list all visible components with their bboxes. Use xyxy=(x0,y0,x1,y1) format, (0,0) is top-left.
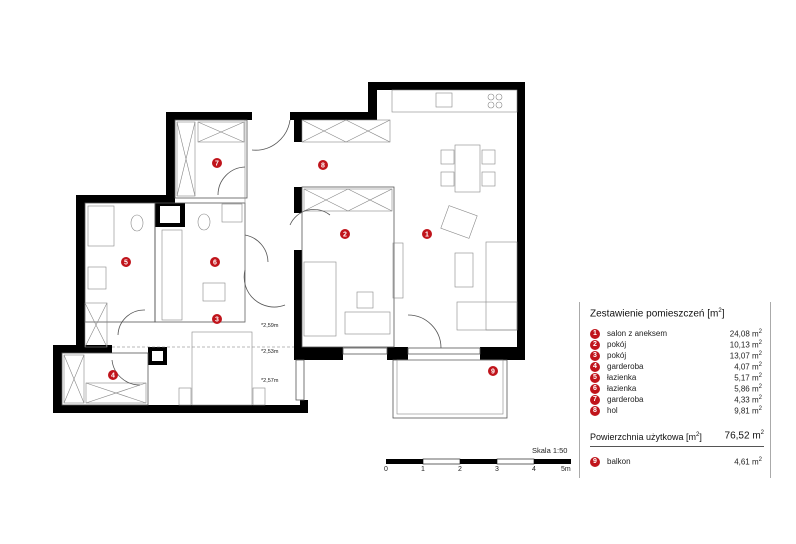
room-marker-5: 5 xyxy=(121,257,131,267)
ceiling-height-3: *2,57m xyxy=(261,378,279,384)
room-marker-1: 1 xyxy=(422,229,432,239)
legend-title: Zestawienie pomieszczeń [m2] xyxy=(590,308,725,320)
scale-tick: 1 xyxy=(421,466,425,473)
room-marker-8: 8 xyxy=(318,160,328,170)
scale-tick: 5m xyxy=(561,466,571,473)
room-marker-7: 7 xyxy=(212,158,222,168)
scale-tick: 2 xyxy=(458,466,462,473)
usable-area-total: Powierzchnia użytkowa [m2] 76,52 m2 xyxy=(590,430,764,447)
svg-text:8: 8 xyxy=(321,163,325,170)
room-marker-6: 6 xyxy=(210,257,220,267)
room-marker-9: 9 xyxy=(488,366,498,376)
windows xyxy=(295,347,481,401)
svg-text:5: 5 xyxy=(124,260,128,267)
room-marker-2: 2 xyxy=(340,229,350,239)
walls xyxy=(53,82,525,413)
svg-text:9: 9 xyxy=(491,369,495,376)
usable-area-value: 76,52 m2 xyxy=(724,430,764,442)
partitions xyxy=(61,119,395,406)
ceiling-height-2: *2,53m xyxy=(261,349,279,355)
svg-text:7: 7 xyxy=(215,161,219,168)
ceiling-height-1: *2,59m xyxy=(261,323,279,329)
scale-tick: 3 xyxy=(495,466,499,473)
svg-text:6: 6 xyxy=(213,260,217,267)
wardrobes xyxy=(63,119,393,404)
room-marker-4: 4 xyxy=(108,370,118,380)
scale-bar xyxy=(386,458,571,465)
svg-text:3: 3 xyxy=(215,317,219,324)
scale-label: Skala 1:50 xyxy=(532,446,568,455)
usable-area-label: Powierzchnia użytkowa [m2] xyxy=(590,432,702,442)
doors xyxy=(111,119,442,386)
room-marker-3: 3 xyxy=(212,314,222,324)
svg-text:4: 4 xyxy=(111,373,115,380)
furniture xyxy=(87,89,518,406)
svg-text:1: 1 xyxy=(425,232,429,239)
scale-tick: 0 xyxy=(384,466,388,473)
svg-text:2: 2 xyxy=(343,232,347,239)
scale-tick: 4 xyxy=(532,466,536,473)
